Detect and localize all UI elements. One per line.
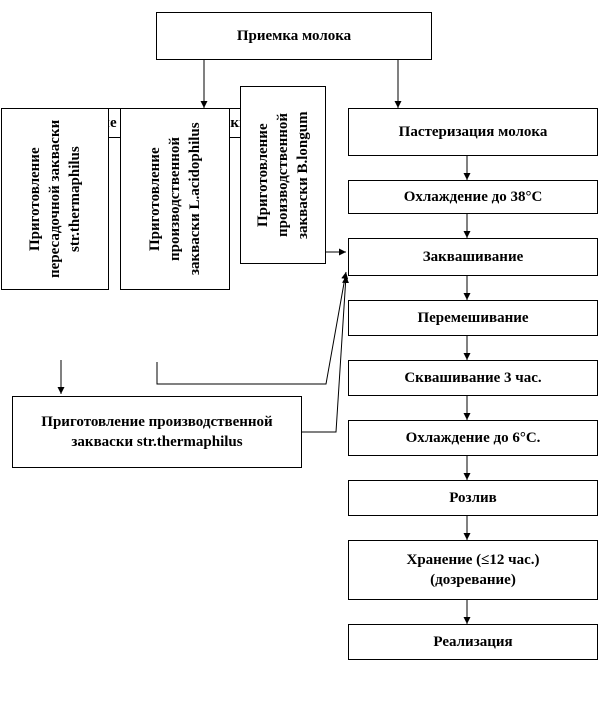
cooling-6-label: Охлаждение до 6°С. bbox=[405, 430, 541, 446]
milk-reception-box: Приемка молока bbox=[156, 12, 432, 60]
souring-label: Сквашивание 3 час. bbox=[404, 370, 542, 386]
fermentation-box: Заквашивание bbox=[348, 238, 598, 276]
storage-label-line2: (дозревание) bbox=[430, 572, 516, 588]
starter-transfer-thermophilus-box: Приготовление пересадочной закваски str.… bbox=[1, 108, 109, 290]
souring-box: Сквашивание 3 час. bbox=[348, 360, 598, 396]
milk-reception-label: Приемка молока bbox=[236, 28, 352, 44]
mixing-box: Перемешивание bbox=[348, 300, 598, 336]
starter-production-thermophilus-box: Приготовление производственной закваски … bbox=[12, 396, 302, 468]
bottling-label: Розлив bbox=[449, 490, 497, 506]
sale-box: Реализация bbox=[348, 624, 598, 660]
starter-production-acidophilus-box: Приготовление производственной закваски … bbox=[120, 108, 230, 290]
storage-label-line1: Хранение (≤12 час.) bbox=[406, 552, 540, 568]
starter-production-acidophilus-label: Приготовление производственной закваски … bbox=[147, 122, 203, 276]
cooling-6-box: Охлаждение до 6°С. bbox=[348, 420, 598, 456]
starter-production-thermophilus-label: Приготовление производственной закваски … bbox=[41, 414, 273, 450]
pasteurization-box: Пастеризация молока bbox=[348, 108, 598, 156]
connector-production-thermophilus-to-fermentation bbox=[302, 275, 350, 433]
mixing-label: Перемешивание bbox=[417, 310, 529, 326]
starter-production-longum-box: Приготовление производственной закваски … bbox=[240, 86, 326, 264]
starter-production-longum-label: Приготовление производственной закваски … bbox=[255, 111, 311, 239]
starter-transfer-thermophilus-label: Приготовление пересадочной закваски str.… bbox=[27, 119, 83, 279]
fermentation-label: Заквашивание bbox=[422, 249, 524, 265]
cooling-38-box: Охлаждение до 38°С bbox=[348, 180, 598, 214]
pasteurization-label: Пастеризация молока bbox=[398, 124, 548, 140]
sale-label: Реализация bbox=[433, 634, 513, 650]
connector-acidophilus-to-fermentation bbox=[156, 271, 349, 385]
cooling-38-label: Охлаждение до 38°С bbox=[403, 189, 543, 205]
bottling-box: Розлив bbox=[348, 480, 598, 516]
storage-box: Хранение (≤12 час.) (дозревание) bbox=[348, 540, 598, 600]
